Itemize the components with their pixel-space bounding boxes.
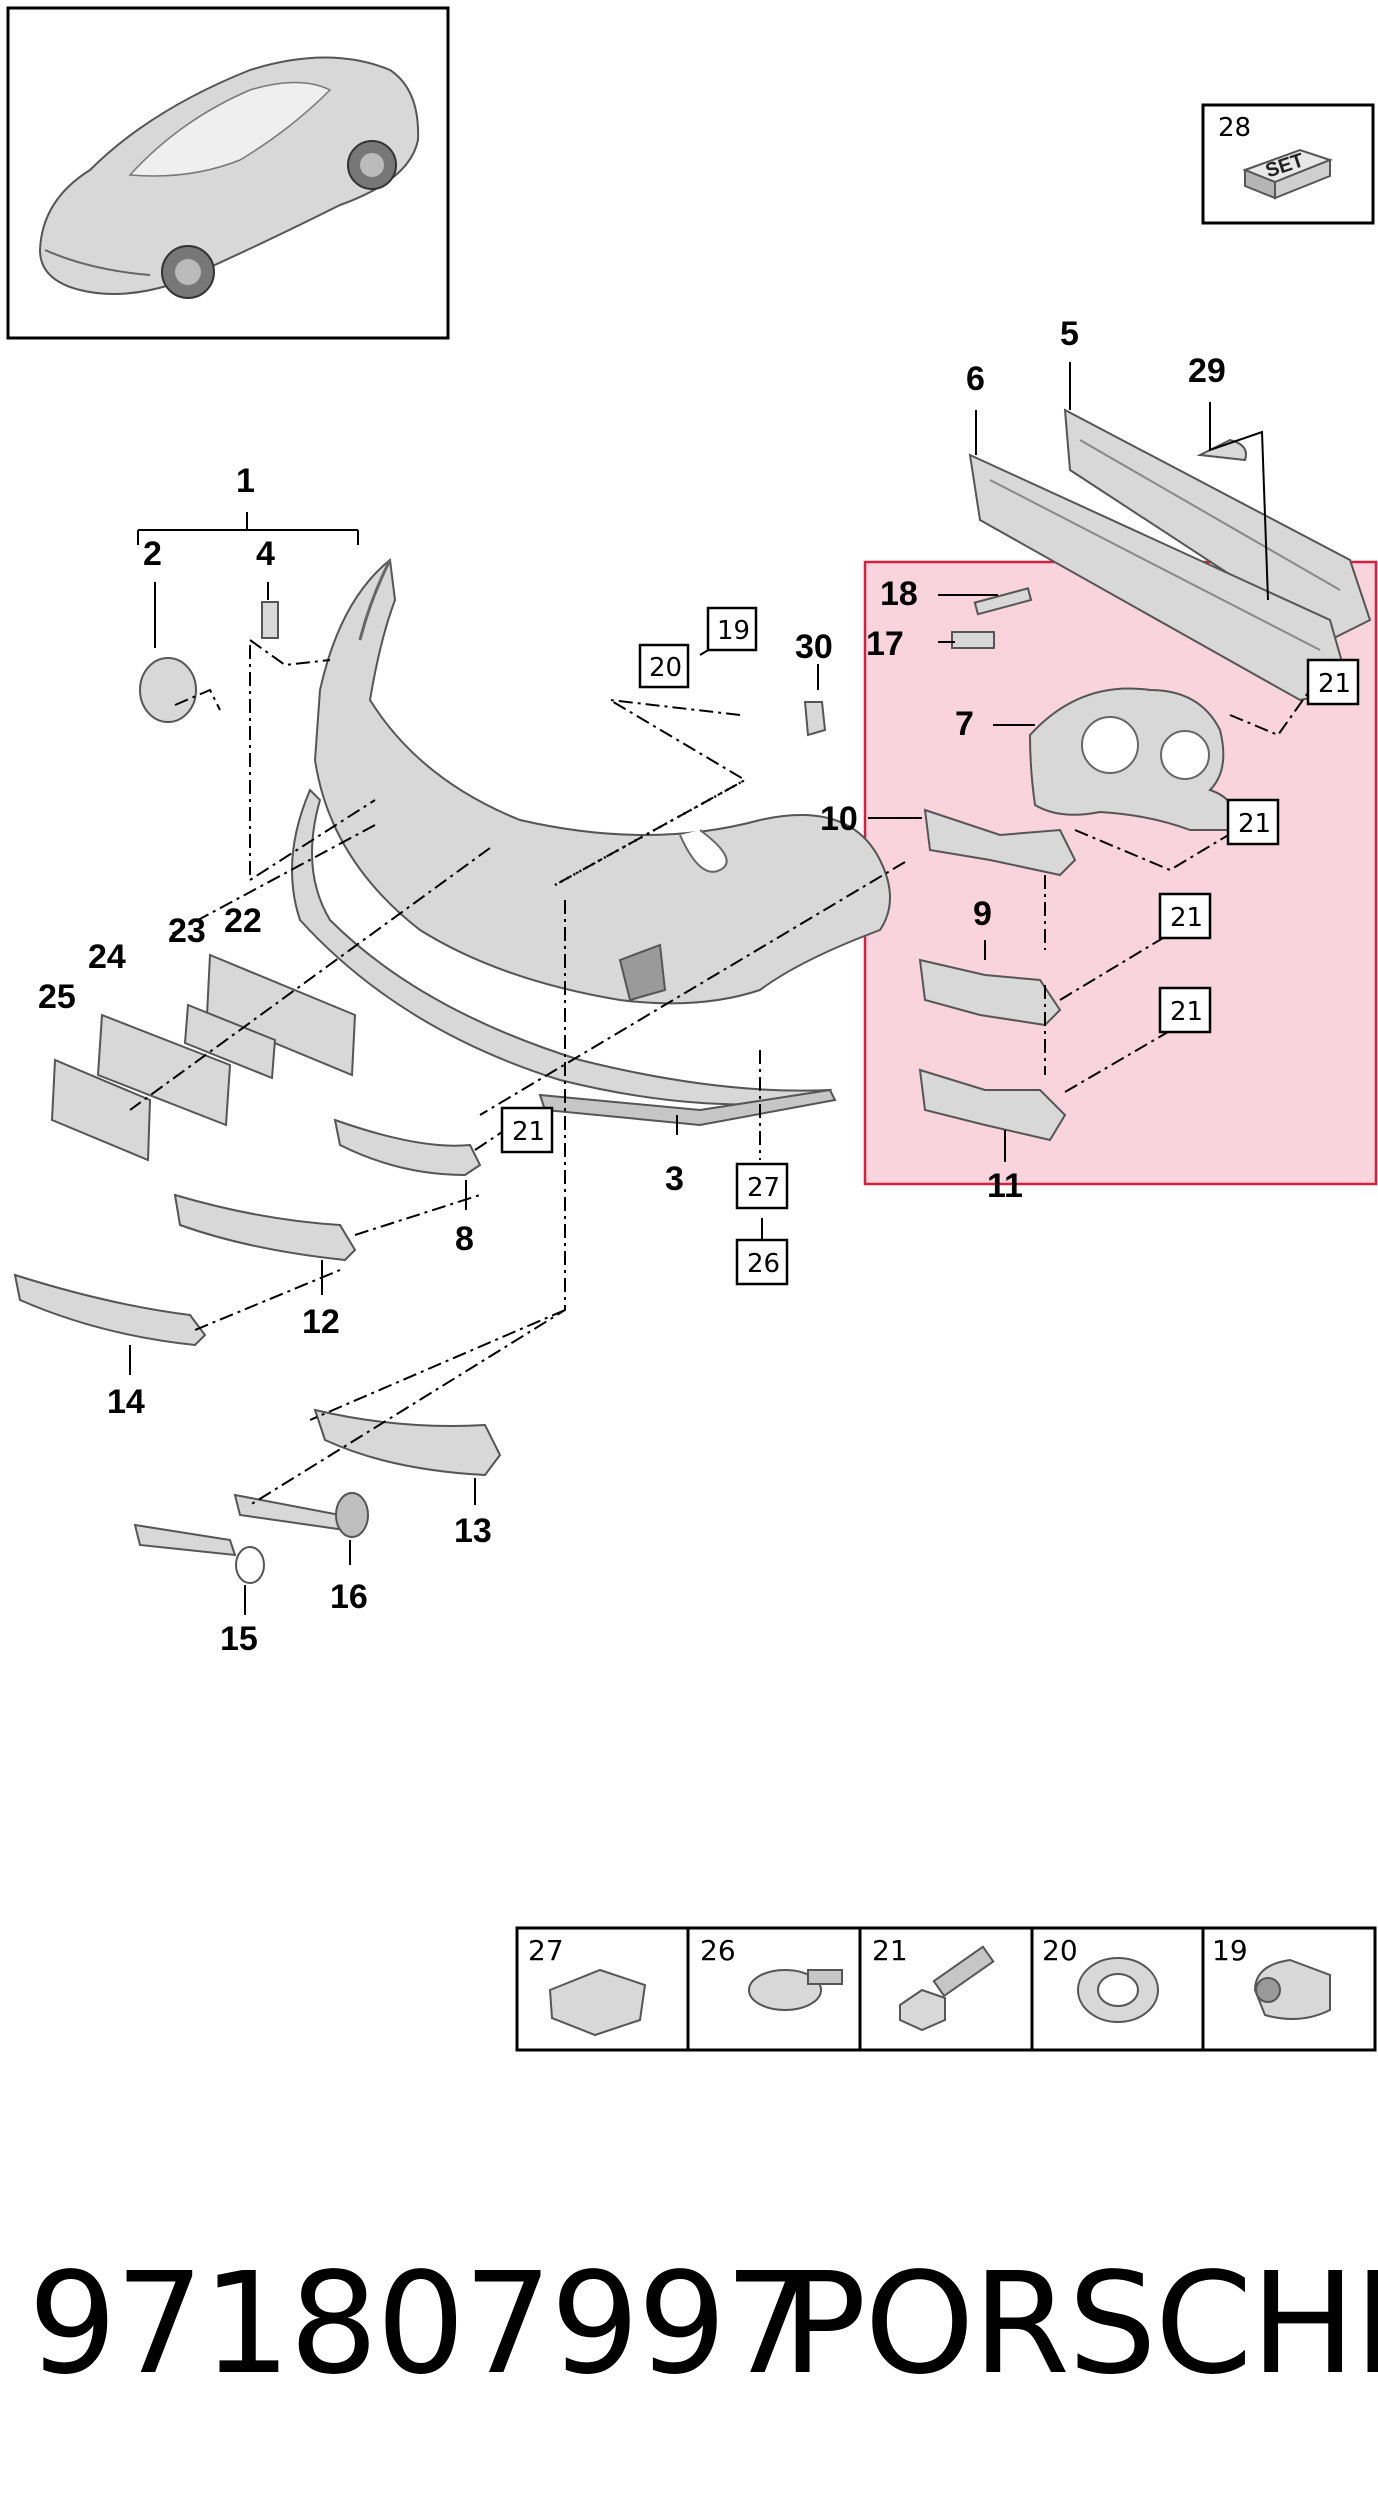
callout-9: 9 xyxy=(973,895,992,933)
callout-3: 3 xyxy=(665,1160,684,1198)
vehicle-thumbnail xyxy=(6,6,450,340)
callout-29: 29 xyxy=(1188,352,1226,390)
callout-24: 24 xyxy=(88,938,126,976)
callout-16: 16 xyxy=(330,1578,368,1616)
callout-22: 22 xyxy=(224,902,262,940)
callout-14: 14 xyxy=(107,1383,145,1421)
box-20: 20 xyxy=(649,653,682,683)
callout-10: 10 xyxy=(820,800,858,838)
callout-2: 2 xyxy=(143,535,162,573)
bracket-18 xyxy=(973,587,1033,616)
callout-labels: 1 2 3 4 5 6 7 8 9 10 11 12 13 14 15 16 1… xyxy=(38,315,1226,1658)
callout-25: 25 xyxy=(38,978,76,1016)
screw-26-head xyxy=(748,1969,822,2011)
callout-7: 7 xyxy=(955,705,974,743)
bumper-cover xyxy=(313,558,891,1005)
air-ducts xyxy=(918,808,1077,1142)
box-26: 26 xyxy=(747,1249,780,1279)
box-21-d: 21 xyxy=(1170,997,1203,1027)
sensor-holder-30 xyxy=(803,701,827,737)
callout-13: 13 xyxy=(454,1512,492,1550)
brand-name: PORSCHE xyxy=(782,2243,1378,2406)
trim-strips xyxy=(13,1118,502,1584)
callout-6: 6 xyxy=(966,360,985,398)
callout-5: 5 xyxy=(1060,315,1079,353)
hardware-legend: 27 26 21 20 19 xyxy=(515,1926,1377,2052)
upper-grilles xyxy=(968,408,1372,702)
legend-20: 20 xyxy=(1042,1934,1078,1967)
license-plate-brackets xyxy=(50,953,357,1162)
box-27: 27 xyxy=(747,1173,780,1203)
callout-23: 23 xyxy=(168,912,206,950)
legend-19: 19 xyxy=(1212,1934,1248,1967)
callout-4: 4 xyxy=(256,535,275,573)
box-21-e: 21 xyxy=(512,1117,545,1147)
box-21-c: 21 xyxy=(1170,903,1203,933)
screw-26-shank xyxy=(807,1969,843,1985)
set-kit-box: 28 SET xyxy=(1201,103,1375,225)
box-19: 19 xyxy=(717,616,750,646)
bracket-4 xyxy=(261,601,279,639)
bolt-21-shank xyxy=(932,1945,995,1998)
callout-17: 17 xyxy=(866,625,904,663)
callout-15: 15 xyxy=(220,1620,258,1658)
bracket-17 xyxy=(951,631,995,649)
set-kit-number: 28 xyxy=(1218,113,1251,143)
boxed-labels: 19 20 21 21 21 21 21 27 26 xyxy=(500,606,1360,1286)
callout-8: 8 xyxy=(455,1220,474,1258)
clip-nut xyxy=(548,1968,647,2037)
legend-26: 26 xyxy=(700,1934,736,1967)
legend-27: 27 xyxy=(528,1934,564,1967)
box-21-b: 21 xyxy=(1238,809,1271,839)
callout-11: 11 xyxy=(987,1167,1023,1205)
bumper-carrier xyxy=(1028,687,1237,831)
legend-21: 21 xyxy=(872,1934,908,1967)
callout-1: 1 xyxy=(236,462,255,500)
callout-18: 18 xyxy=(880,575,918,613)
leader-lines xyxy=(129,362,1311,1615)
bolt-21-head xyxy=(899,1988,946,2032)
part-number: 971807997 xyxy=(28,2243,814,2406)
box-21-a: 21 xyxy=(1318,669,1351,699)
callout-30: 30 xyxy=(795,628,833,666)
sensor-19 xyxy=(1253,1958,1331,2020)
parts-diagram: 28 SET xyxy=(6,6,1378,2052)
tow-hook-cover xyxy=(139,657,197,723)
footer: 971807997 PORSCHE xyxy=(0,2240,1378,2410)
callout-12: 12 xyxy=(302,1303,340,1341)
